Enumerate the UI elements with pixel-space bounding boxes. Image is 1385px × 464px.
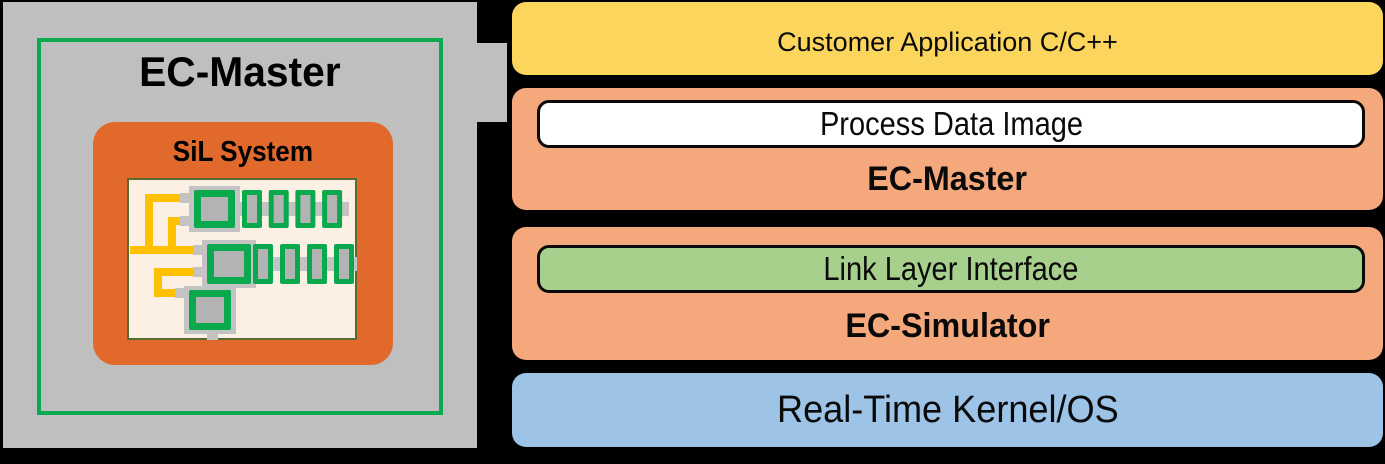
network-panel [127, 178, 357, 340]
port-stub [180, 216, 190, 226]
port-stub [180, 193, 190, 203]
slave-inner [312, 249, 322, 279]
layer-ec-master: Process Data Image EC-Master [512, 88, 1383, 210]
sil-system-title-text: SiL System [172, 136, 314, 168]
slave-inner [339, 249, 349, 279]
layer-ec-simulator: Link Layer Interface EC-Simulator [512, 227, 1383, 360]
slave-rail [247, 257, 357, 271]
sil-system-title: SiL System [93, 136, 393, 169]
slave-inner [327, 195, 338, 223]
slave-inner [285, 249, 295, 279]
link-layer-interface-box: Link Layer Interface [537, 245, 1365, 293]
link-layer-interface-label: Link Layer Interface [823, 250, 1079, 287]
ec-master-title: EC-Master [37, 48, 443, 95]
ec-simulator-label: EC-Simulator [845, 307, 1050, 345]
coupler-inner [214, 251, 244, 277]
slave-inner [247, 195, 257, 223]
green-frame [37, 38, 443, 415]
process-data-image-box: Process Data Image [537, 100, 1365, 148]
ethercat-network-diagram [130, 186, 357, 340]
network-wire [145, 194, 189, 250]
ec-master-label: EC-Master [867, 159, 1028, 198]
network-wire [154, 268, 198, 297]
layer-customer-application: Customer Application C/C++ [512, 2, 1383, 75]
rtos-label: Real-Time Kernel/OS [776, 388, 1119, 431]
port-stub [193, 267, 203, 277]
ec-master-title-text: EC-Master [139, 48, 341, 95]
connector-tab [474, 43, 507, 122]
coupler-inner [201, 197, 228, 221]
port-stub [193, 245, 203, 255]
ec-master-label-zone: EC-Master [512, 148, 1383, 210]
layer-stack: Customer Application C/C++ Process Data … [512, 0, 1383, 464]
slave-inner [273, 195, 284, 223]
process-data-image-label: Process Data Image [819, 105, 1083, 142]
port-stub [175, 288, 185, 298]
sil-system-box: SiL System [93, 122, 393, 365]
ec-simulator-label-zone: EC-Simulator [512, 293, 1383, 360]
layer-rtos: Real-Time Kernel/OS [512, 373, 1383, 447]
customer-application-label: Customer Application C/C++ [777, 27, 1118, 57]
slave-inner [300, 195, 311, 223]
ec-master-outer-box: EC-Master SiL System [3, 2, 477, 448]
coupler-inner [196, 297, 224, 323]
port-stub [207, 332, 218, 340]
slave-inner [258, 249, 268, 279]
